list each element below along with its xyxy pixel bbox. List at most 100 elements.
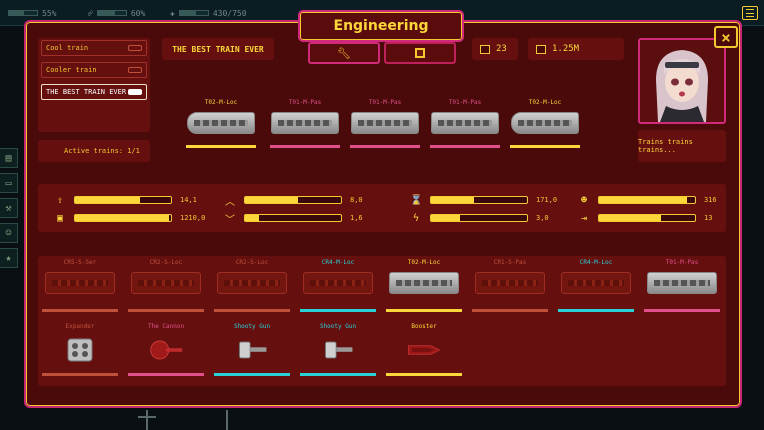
stat-bar <box>244 196 342 204</box>
gun-icon <box>320 336 356 364</box>
inventory-car-label: CR2-S-Loc <box>235 259 269 266</box>
inventory-car-label: CR2-S-Loc <box>149 259 183 266</box>
side-icon-strip: ▤ ▭ ⚒ ☺ ★ <box>0 148 22 273</box>
rail-line <box>146 410 148 430</box>
train-car-label: T02-M-Loc <box>204 99 238 106</box>
train-toggle[interactable] <box>128 89 142 95</box>
train-car-rarity-bar <box>510 145 580 148</box>
star-icon[interactable]: ★ <box>0 248 18 268</box>
inventory-weapon-slot[interactable]: The Cannon <box>126 322 206 376</box>
hud-stat-2: ☍ 60% <box>88 6 145 20</box>
tab-modules[interactable] <box>384 42 456 64</box>
expander-icon <box>62 336 98 364</box>
runner-icon: ☍ <box>88 8 93 18</box>
wrench-icon[interactable]: ⚒ <box>0 198 18 218</box>
stat-value: 316 <box>704 196 717 204</box>
inventory-car-rarity-bar <box>300 309 376 312</box>
inventory-car-slot[interactable]: CR4-M-Loc <box>298 258 378 312</box>
train-car-rarity-bar <box>270 145 340 148</box>
train-car-image <box>271 112 339 134</box>
train-car-slot[interactable]: T02-M-Loc <box>506 98 584 148</box>
train-list-item[interactable]: Cool train <box>41 40 147 56</box>
stat-value: 1,6 <box>350 214 363 222</box>
stat-value: 171,0 <box>536 196 558 204</box>
stat-bar <box>430 214 528 222</box>
money-counter: 1.25M <box>528 38 624 60</box>
inventory-car-slot[interactable]: CR2-S-Loc <box>126 258 206 312</box>
inventory-weapon-label: Booster <box>411 323 437 330</box>
inventory-weapon-rarity-bar <box>300 373 376 376</box>
inventory-car-image <box>217 272 287 294</box>
booster-icon <box>406 336 442 364</box>
inventory-weapon-label: Expander <box>65 323 95 330</box>
inventory-car-image <box>561 272 631 294</box>
train-car-label: T01-M-Pas <box>448 99 482 106</box>
stat-bar <box>244 214 342 222</box>
stat-row: ﹀1,6 <box>224 210 363 226</box>
inventory-car-slot[interactable]: T02-M-Loc <box>384 258 464 312</box>
arrow-up-icon: ⇧ <box>56 194 64 206</box>
chips-counter: 23 <box>472 38 518 60</box>
hud-bar-2 <box>96 10 127 16</box>
train-icon: ▣ <box>56 212 64 224</box>
active-trains-label: Active trains: 1/1 <box>38 140 150 162</box>
train-car-slot[interactable]: T01-M-Pas <box>426 98 504 148</box>
train-name[interactable]: THE BEST TRAIN EVER <box>162 38 274 60</box>
character-speech: Trains trains trains... <box>638 130 726 162</box>
inventory-car-slot[interactable]: CR2-S-Loc <box>212 258 292 312</box>
train-car-label: T02-M-Loc <box>528 99 562 106</box>
exit-icon: ⇥ <box>580 212 588 224</box>
money-value: 1.25M <box>552 44 580 54</box>
inventory-weapon-rarity-bar <box>214 373 290 376</box>
train-car-slot[interactable]: T01-M-Pas <box>346 98 424 148</box>
train-car-image <box>187 112 255 134</box>
stat-bar <box>598 196 696 204</box>
inventory-car-slot[interactable]: CR1-S-Pas <box>470 258 550 312</box>
smiley-icon[interactable]: ☺ <box>0 223 18 243</box>
stat-row: ⌛ 171,0 <box>410 192 557 208</box>
ticket-icon[interactable]: ▭ <box>0 173 18 193</box>
inventory-car-slot[interactable]: CR4-M-Loc <box>556 258 636 312</box>
document-icon[interactable]: ▤ <box>0 148 18 168</box>
tab-engineering[interactable]: 🔧︎ <box>308 42 380 64</box>
passengers-icon: ☻ <box>580 194 588 206</box>
train-toggle[interactable] <box>128 67 142 73</box>
stat-value: 14,1 <box>180 196 197 204</box>
inventory-car-rarity-bar <box>472 309 548 312</box>
inventory-car-label: T01-M-Pas <box>665 259 699 266</box>
hud-stat-3-value: 430/750 <box>212 8 247 18</box>
train-list-item[interactable]: Cooler train <box>41 62 147 78</box>
stat-value: 3,0 <box>536 214 549 222</box>
anime-girl-portrait <box>640 40 724 122</box>
lightning-icon: ϟ <box>412 212 420 224</box>
train-toggle[interactable] <box>128 45 142 51</box>
inventory-weapon-slot[interactable]: Shooty Gun <box>212 322 292 376</box>
inventory-car-image <box>45 272 115 294</box>
menu-button[interactable] <box>742 6 758 20</box>
inventory-car-slot[interactable]: T01-M-Pas <box>642 258 722 312</box>
train-list-item-selected[interactable]: THE BEST TRAIN EVER <box>41 84 147 100</box>
train-car-slot[interactable]: T02-M-Loc <box>182 98 260 148</box>
inventory-car-slot[interactable]: CR5-S-Ser <box>40 258 120 312</box>
stat-row: ︿8,0 <box>224 192 363 208</box>
hud-stat-3: ✚ 430/750 <box>170 6 247 20</box>
hourglass-icon: ⌛ <box>410 194 423 206</box>
tool-icon: ✚ <box>170 8 175 18</box>
train-car-image <box>511 112 579 134</box>
chevron-up-icon: ︿ <box>225 196 235 208</box>
train-car-label: T01-M-Pas <box>368 99 402 106</box>
inventory-car-rarity-bar <box>558 309 634 312</box>
close-button[interactable]: × <box>714 26 738 48</box>
train-car-slot[interactable]: T01-M-Pas <box>266 98 344 148</box>
inventory-weapon-label: The Cannon <box>147 323 185 330</box>
stat-row: ⇧ 14,1 <box>54 192 197 208</box>
inventory-weapon-slot[interactable]: Shooty Gun <box>298 322 378 376</box>
panel-title: Engineering <box>298 10 464 42</box>
inventory-weapon-slot[interactable]: Booster <box>384 322 464 376</box>
inventory-weapon-slot[interactable]: Expander <box>40 322 120 376</box>
train-car-label: T01-M-Pas <box>288 99 322 106</box>
stat-row: ▣1210,0 <box>54 210 205 226</box>
train-list-item-label: THE BEST TRAIN EVER <box>46 88 127 96</box>
stat-row: ⇥13 <box>578 210 712 226</box>
